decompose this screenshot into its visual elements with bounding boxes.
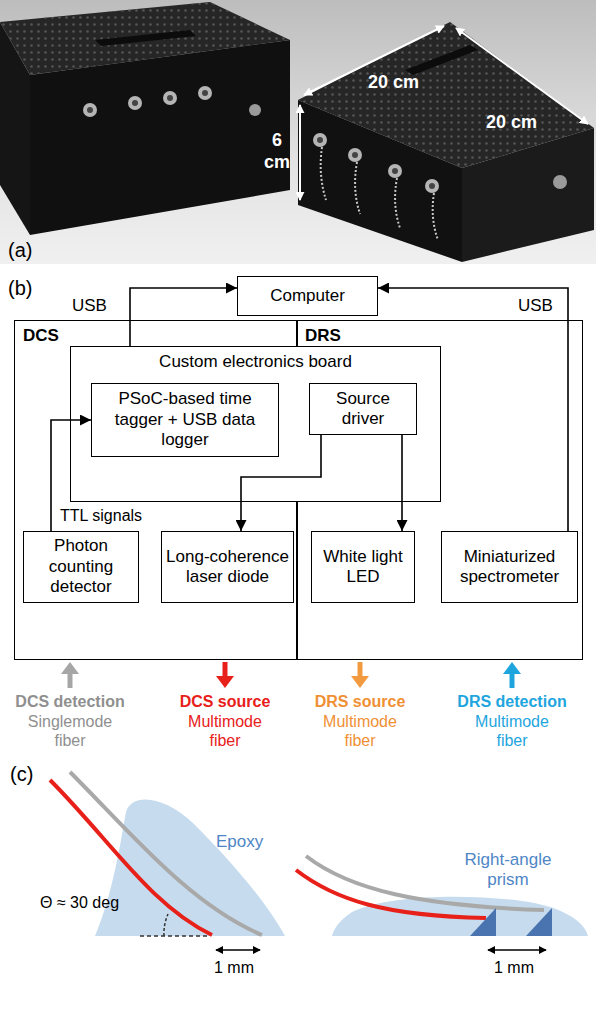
dimension-label: 6 cm — [262, 130, 292, 173]
port — [313, 133, 327, 147]
dimension-arrow — [456, 28, 588, 124]
box-label: White light LED — [316, 547, 410, 588]
panel-label: (c) — [10, 762, 33, 786]
dimension-arrow — [299, 105, 301, 200]
dimension-arrow — [216, 949, 260, 951]
housing-front — [30, 40, 290, 235]
reference-line — [140, 935, 208, 937]
panel-label: (b) — [8, 276, 32, 300]
fiber-arrow — [68, 672, 73, 688]
dimension-arrow — [488, 949, 546, 951]
connector-arrow — [401, 435, 403, 531]
arrowhead — [216, 676, 234, 688]
box-label: Photon counting detector — [28, 536, 134, 597]
dimension-arrows — [300, 26, 588, 200]
signal-label: USB — [518, 296, 553, 316]
fiber-label: Singlemode fiber — [20, 712, 120, 750]
epoxy-blob — [95, 800, 285, 937]
prism-probe — [296, 856, 588, 950]
box-label: Miniaturized spectrometer — [446, 547, 573, 588]
signal-label: USB — [72, 296, 107, 316]
fiber-label: Multimode fiber — [462, 712, 562, 750]
port — [348, 148, 362, 162]
port — [198, 86, 212, 100]
module-box: PSoC-based time tagger + USB data logger — [91, 383, 279, 457]
dimension-label: 1 mm — [214, 958, 254, 977]
fiber-arrows — [61, 662, 521, 688]
port — [425, 179, 439, 193]
port — [388, 164, 402, 178]
part-label: Epoxy — [216, 832, 263, 852]
box-label: Long-coherence laser diode — [166, 547, 289, 588]
angle-label: Θ ≈ 30 deg — [40, 893, 119, 912]
port — [317, 137, 323, 143]
fiber-label: Multimode fiber — [310, 712, 410, 750]
arrowhead — [61, 662, 79, 674]
port — [128, 96, 142, 110]
group-heading: DRS — [305, 326, 574, 346]
fiber-label: Multimode fiber — [175, 712, 275, 750]
port — [392, 168, 398, 174]
component-box: Long-coherence laser diode — [161, 531, 294, 603]
box-label: PSoC-based time tagger + USB data logger — [96, 389, 274, 450]
right-angle-prism — [470, 908, 496, 936]
port — [87, 107, 93, 113]
connector-arrow — [241, 435, 321, 531]
fiber-label: DRS source — [304, 692, 416, 711]
fiber-label: DCS source — [169, 692, 281, 711]
port — [352, 152, 358, 158]
source-fiber — [296, 870, 486, 918]
dimension-arrow — [304, 26, 444, 95]
housing-front — [298, 100, 462, 262]
box-label: Source driver — [314, 389, 412, 430]
fiber-arrow — [358, 662, 363, 678]
port — [553, 175, 567, 189]
group-heading: Custom electronics board — [79, 352, 432, 372]
port — [132, 100, 138, 106]
photo-background — [0, 0, 596, 264]
fiber-ports — [313, 133, 567, 240]
dimension-label: 20 cm — [368, 72, 419, 94]
port — [167, 95, 173, 101]
computer-box: Computer — [237, 276, 378, 316]
dust-cap-chain — [321, 147, 438, 240]
drs-housing — [298, 22, 594, 262]
dcs-housing — [0, 2, 290, 235]
handle-slot — [95, 30, 196, 46]
module-box: Source driver — [309, 383, 417, 435]
fiber-label: DCS detection — [14, 692, 126, 711]
angle-arc — [164, 914, 168, 936]
fiber-ports — [83, 86, 261, 117]
port — [249, 104, 261, 116]
fiber-arrow — [510, 672, 515, 688]
port — [83, 103, 97, 117]
port — [163, 91, 177, 105]
right-angle-prism — [526, 908, 552, 936]
connector-arrow — [130, 288, 237, 346]
handle-slot — [405, 45, 478, 75]
box-label: Computer — [270, 286, 345, 306]
source-fiber — [50, 780, 212, 935]
connector-arrow — [378, 288, 568, 531]
electronics-board: Custom electronics boardPSoC-based time … — [70, 346, 441, 502]
arrowhead — [351, 676, 369, 688]
port — [429, 183, 435, 189]
port — [202, 90, 208, 96]
dimension-label: 1 mm — [494, 958, 534, 977]
group-heading: DCS — [23, 326, 289, 346]
fiber-arrow — [223, 662, 228, 678]
arrowhead — [503, 662, 521, 674]
panel-label: (a) — [8, 238, 32, 262]
housing-side — [462, 128, 594, 262]
fiber-label: DRS detection — [456, 692, 568, 711]
component-box: Photon counting detector — [23, 531, 139, 603]
dimension-label: 20 cm — [486, 112, 537, 134]
part-label: Right-angle prism — [448, 850, 568, 891]
angled-probe — [50, 772, 285, 950]
signal-label: TTL signals — [60, 506, 142, 525]
component-box: Miniaturized spectrometer — [441, 531, 578, 603]
component-box: White light LED — [311, 531, 415, 603]
